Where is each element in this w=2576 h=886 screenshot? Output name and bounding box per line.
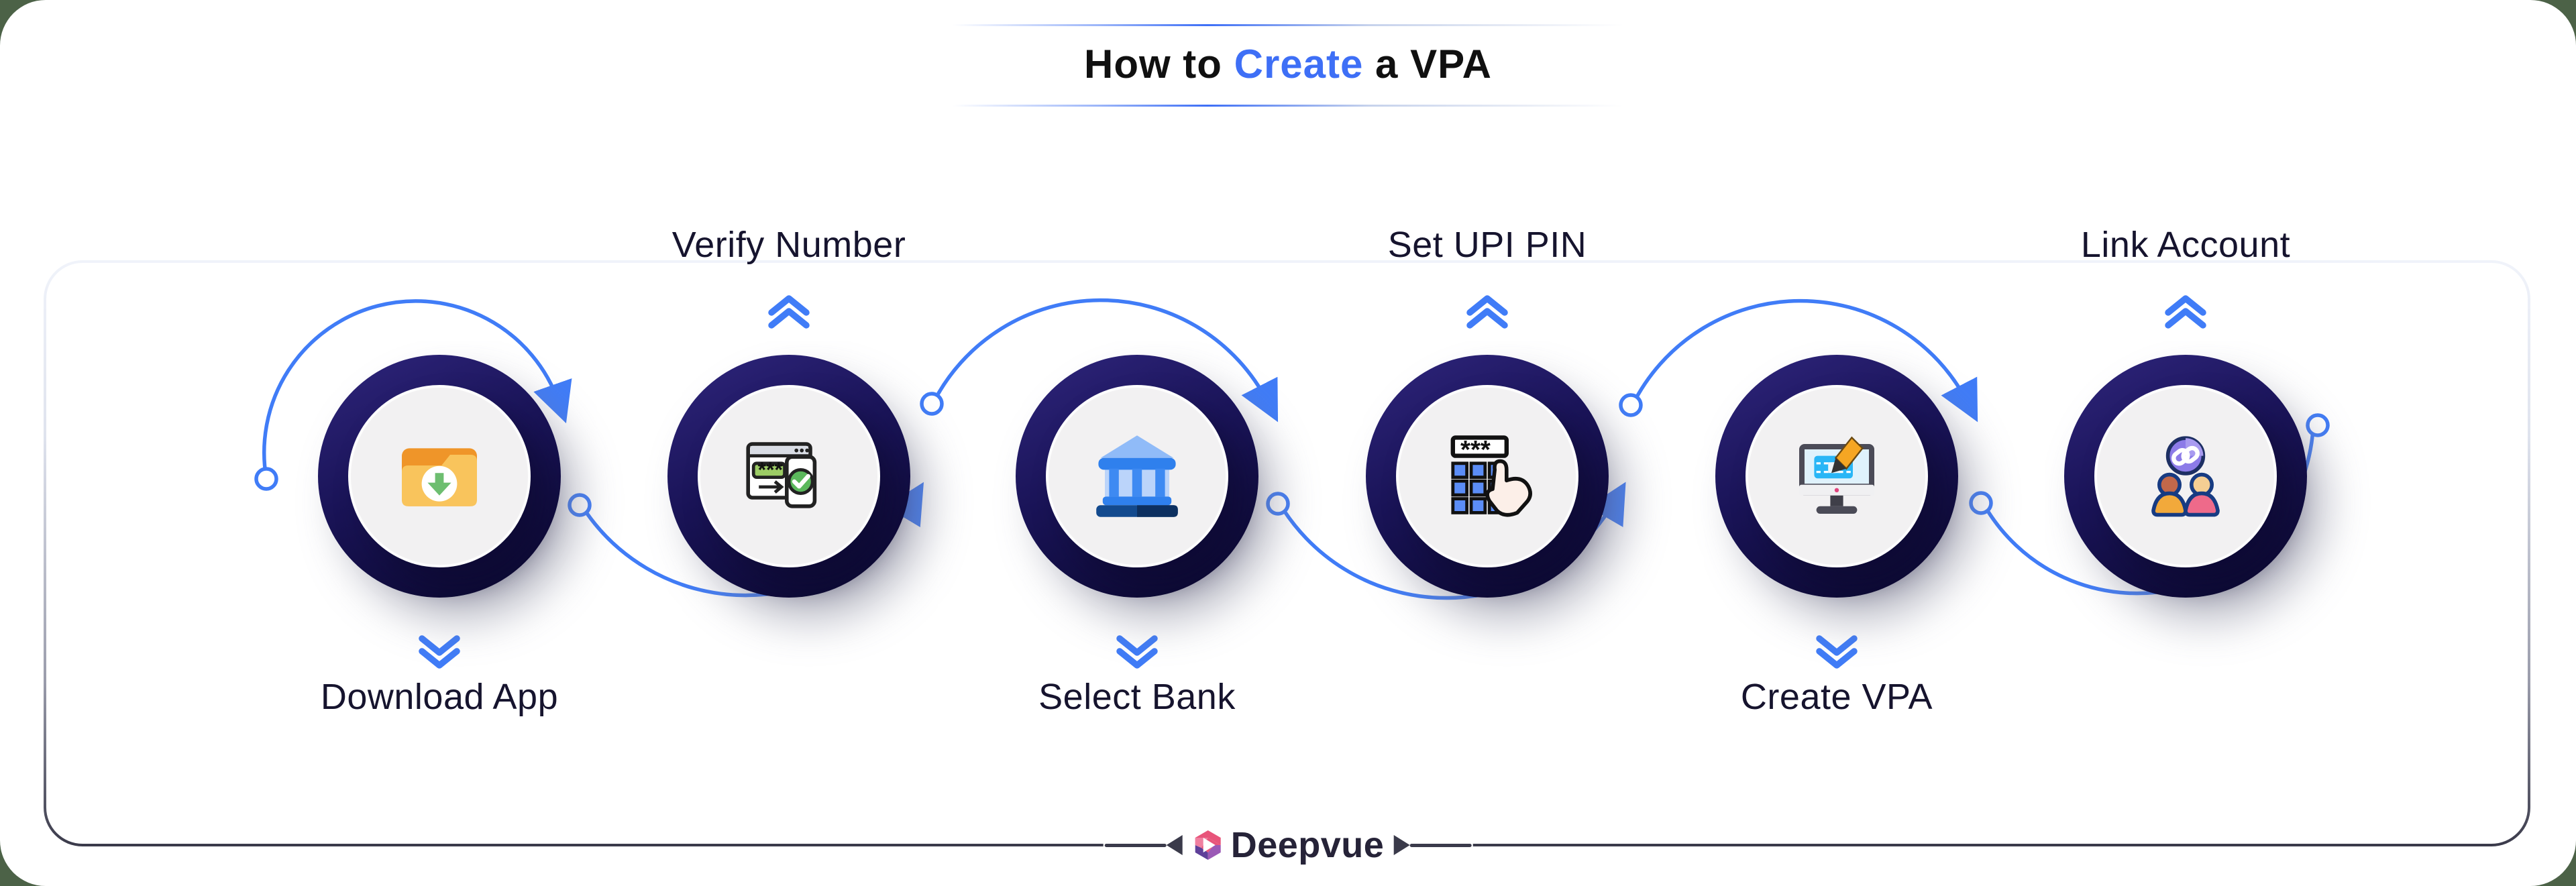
step-inner-circle bbox=[1746, 385, 1928, 567]
step-label-link-account: Link Account bbox=[2080, 225, 2291, 265]
brand-line-left bbox=[1104, 843, 1167, 847]
step-label-select-bank: Select Bank bbox=[1038, 677, 1236, 717]
step-label-set-upi-pin: Set UPI PIN bbox=[1387, 225, 1587, 265]
step-label-download-app: Download App bbox=[320, 677, 559, 717]
title-prefix: How to bbox=[1083, 42, 1234, 87]
title-underline bbox=[953, 105, 1623, 107]
brand-line-right bbox=[1409, 843, 1472, 847]
svg-text:***: *** bbox=[1460, 435, 1491, 464]
brand-footer: Deepvue bbox=[1103, 821, 1473, 869]
step-link-account bbox=[2064, 355, 2307, 598]
page-title: How to Create a VPA bbox=[953, 26, 1623, 105]
folder-download-icon bbox=[402, 448, 477, 506]
title-overline bbox=[953, 24, 1623, 26]
otp-verify-icon: *** bbox=[746, 442, 817, 508]
step-create-vpa bbox=[1715, 355, 1958, 598]
deepvue-hexagon-logo bbox=[1192, 829, 1224, 861]
step-inner-circle: *** bbox=[1396, 385, 1578, 567]
step-inner-circle bbox=[2094, 385, 2277, 567]
monitor-pencil-icon bbox=[1799, 436, 1874, 514]
step-set-upi-pin: *** bbox=[1366, 355, 1609, 598]
link-users-icon bbox=[2151, 436, 2220, 517]
step-select-bank bbox=[1016, 355, 1258, 598]
title-block: How to Create a VPA bbox=[953, 24, 1623, 107]
step-inner-circle bbox=[348, 385, 531, 567]
pin-keypad-icon: *** bbox=[1450, 435, 1532, 517]
title-highlight: Create bbox=[1234, 42, 1364, 87]
step-inner-circle bbox=[1046, 385, 1228, 567]
step-download-app bbox=[318, 355, 561, 598]
step-verify-number: *** bbox=[667, 355, 910, 598]
bank-icon bbox=[1096, 435, 1178, 517]
step-inner-circle: *** bbox=[698, 385, 880, 567]
hexagon-logo-icon bbox=[1195, 830, 1221, 860]
brand-name: Deepvue bbox=[1230, 825, 1385, 865]
brand-arrow-right-icon bbox=[1393, 835, 1410, 855]
svg-text:***: *** bbox=[758, 458, 784, 482]
title-suffix: a VPA bbox=[1363, 42, 1493, 87]
step-label-verify-number: Verify Number bbox=[672, 225, 906, 265]
brand-arrow-left-icon bbox=[1166, 835, 1183, 855]
step-label-create-vpa: Create VPA bbox=[1740, 677, 1933, 717]
